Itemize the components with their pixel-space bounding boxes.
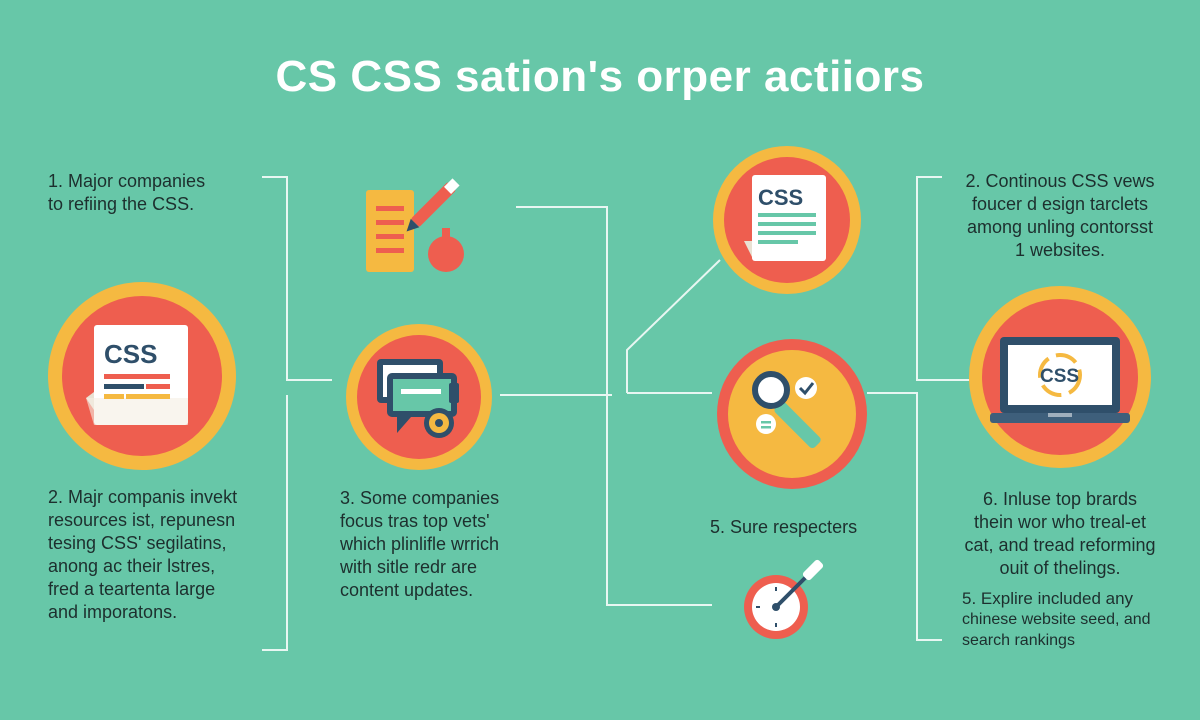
chat-window-icon xyxy=(346,324,492,470)
search-magnifier-icon xyxy=(717,339,867,489)
css-laptop-icon: CSS xyxy=(969,286,1151,468)
step-5-text: 5. Sure respecters xyxy=(710,517,858,537)
svg-text:CSS: CSS xyxy=(758,185,803,210)
svg-text:CSS: CSS xyxy=(104,339,157,369)
infographic-title: CS CSS sation's orper actiiors xyxy=(275,52,925,101)
speed-gauge-icon xyxy=(744,559,824,639)
css-file-icon: CSS xyxy=(713,146,861,294)
design-tools-icon xyxy=(366,178,464,272)
css-document-icon: CSS xyxy=(48,282,236,470)
svg-text:CSS: CSS xyxy=(1040,366,1079,387)
